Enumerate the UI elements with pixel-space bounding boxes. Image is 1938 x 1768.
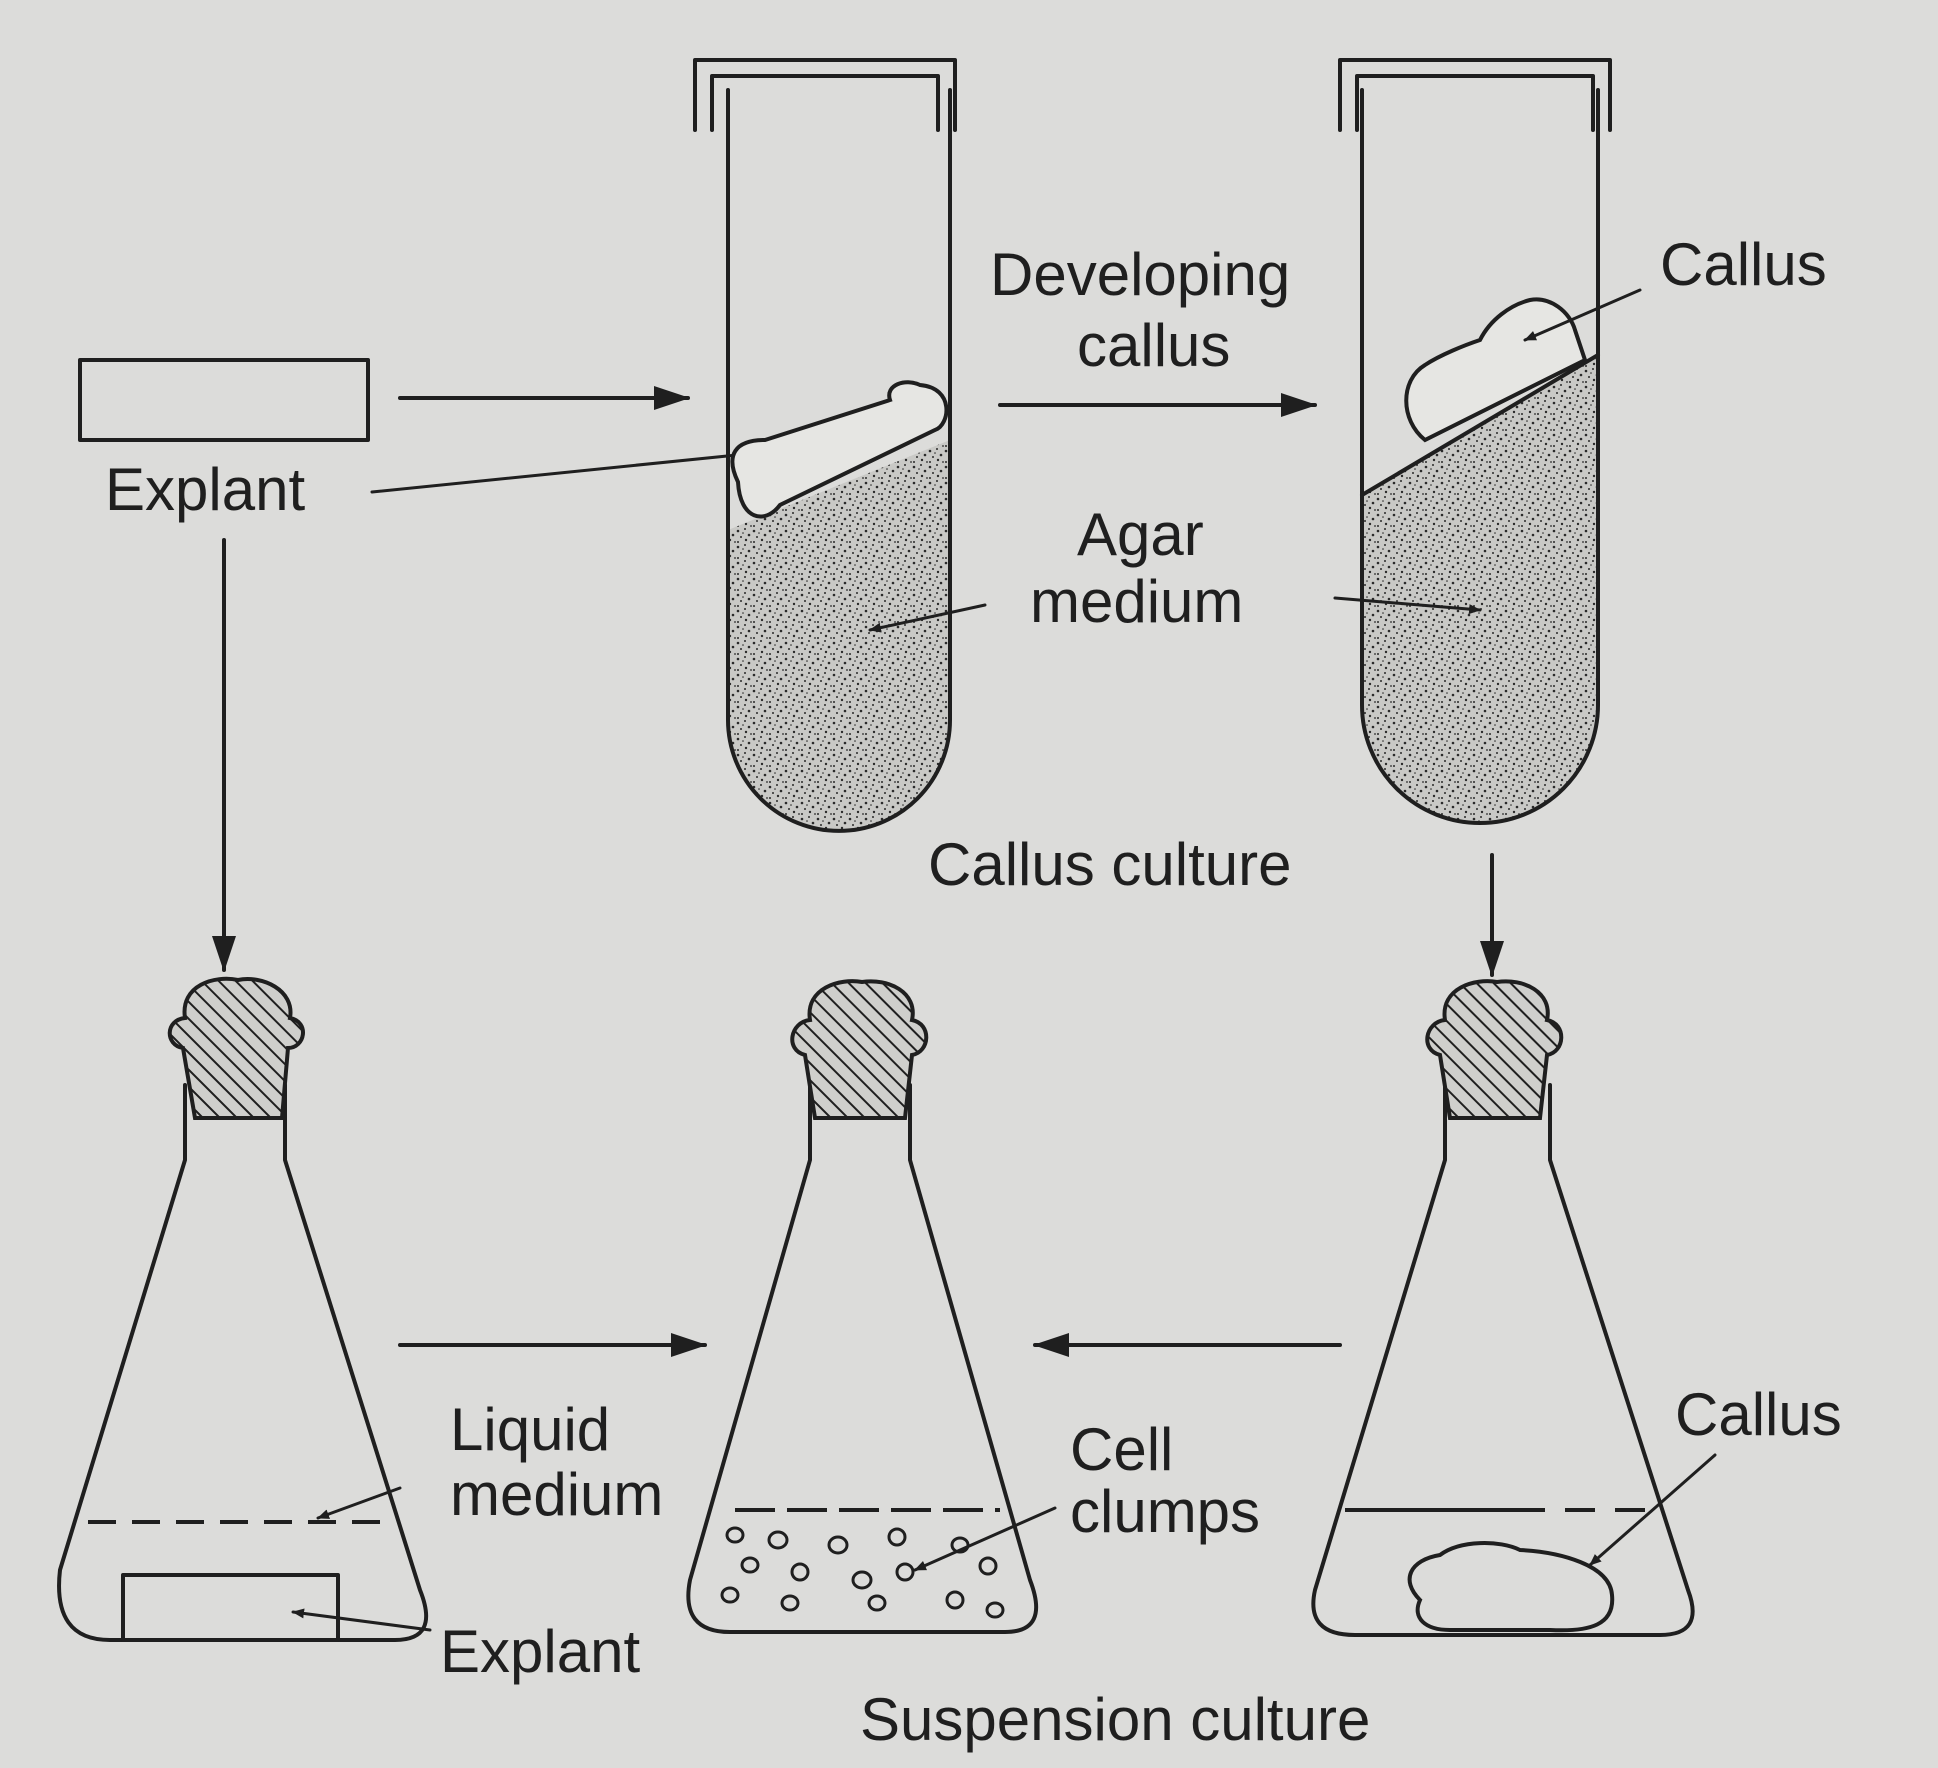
cell-clumps-label-2: clumps: [1070, 1478, 1260, 1545]
pointer-agar-tube-2: [1333, 596, 1482, 615]
pointer-callus-bottom: [1588, 1453, 1717, 1567]
pointer-explant-in-tube: [370, 446, 788, 494]
developing-callus-label-2: callus: [1077, 312, 1230, 379]
callus-label-bottom: Callus: [1675, 1381, 1842, 1448]
test-tube-2: [1338, 58, 1612, 825]
stopper-flask-3: [1425, 979, 1564, 1120]
test-tube-1: [693, 58, 957, 833]
pointer-explant-flask: [291, 1608, 432, 1632]
liquid-medium-label-1: Liquid: [450, 1396, 610, 1463]
cell-clumps-label-1: Cell: [1070, 1416, 1173, 1483]
pointer-cell-clumps: [913, 1506, 1057, 1572]
agar-medium-label-1: Agar: [1077, 501, 1204, 568]
pointer-agar-tube-1: [868, 603, 987, 633]
callus-culture-caption: Callus culture: [928, 831, 1292, 898]
stopper-flask-1: [167, 976, 305, 1120]
stopper-flask-2: [790, 979, 929, 1120]
pointer-callus-top: [1523, 288, 1642, 342]
explant-rectangle: [78, 358, 370, 442]
explant-label-top: Explant: [105, 456, 305, 523]
developing-callus-shape: [730, 380, 949, 519]
pointer-liquid-medium: [316, 1486, 402, 1520]
developing-callus-label-1: Developing: [990, 241, 1290, 308]
explant-label-bottom: Explant: [440, 1618, 640, 1685]
flask-1: [57, 976, 429, 1642]
liquid-medium-label-2: medium: [450, 1461, 663, 1528]
callus-in-flask: [1407, 1541, 1615, 1633]
callus-label-top: Callus: [1660, 231, 1827, 298]
explant-in-flask: [121, 1573, 340, 1642]
cell-clumps: [720, 1526, 1005, 1619]
flask-2: [686, 979, 1039, 1634]
agar-medium-tube-1: [728, 440, 950, 831]
agar-medium-tube-2: [1362, 355, 1598, 823]
agar-medium-label-2: medium: [1030, 568, 1243, 635]
suspension-culture-caption: Suspension culture: [860, 1686, 1370, 1753]
flask-3: [1311, 979, 1695, 1637]
